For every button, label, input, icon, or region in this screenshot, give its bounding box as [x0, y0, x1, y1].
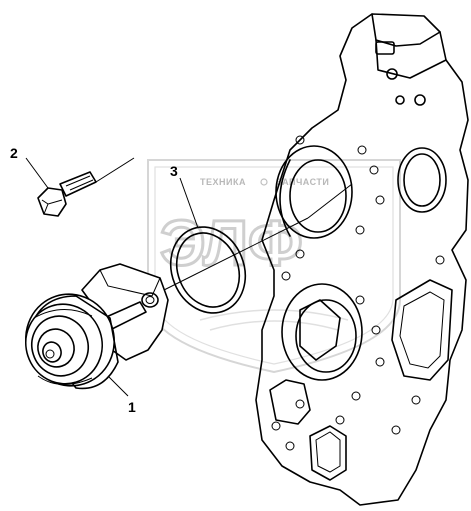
belt-tensioner	[25, 263, 169, 390]
watermark-dot-icon	[260, 178, 268, 186]
o-ring-gasket	[169, 226, 247, 314]
watermark-text-left: ТЕХНИКА	[200, 177, 246, 187]
watermark-text-right: ЗАПЧАСТИ	[276, 177, 329, 187]
flange-bolt	[37, 171, 97, 217]
callout-leaders	[25, 157, 199, 397]
callout-1: 1	[128, 399, 136, 415]
callout-3: 3	[170, 163, 178, 179]
watermark-letters: ЭЛФ	[160, 207, 303, 279]
engine-cover	[255, 13, 469, 506]
callout-2: 2	[10, 145, 18, 161]
